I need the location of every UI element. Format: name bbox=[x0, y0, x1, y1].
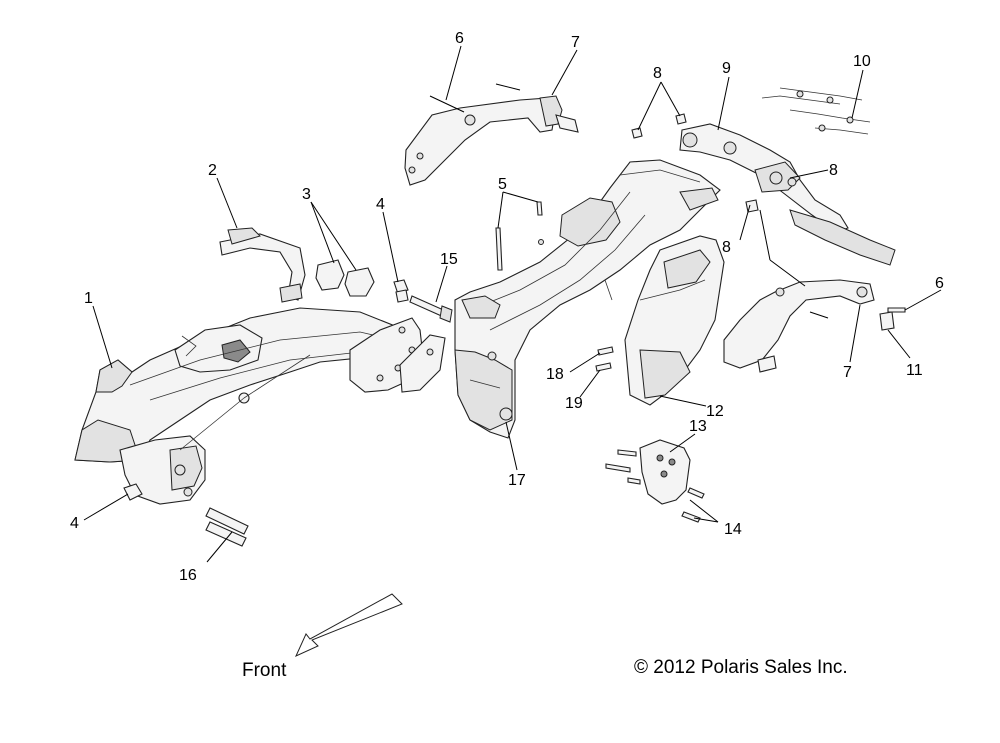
callout-6-top: 6 bbox=[455, 30, 464, 47]
callout-15: 15 bbox=[440, 251, 458, 268]
bolt-15-part bbox=[409, 295, 453, 323]
bolt-5-parts bbox=[495, 201, 544, 271]
callout-7-top: 7 bbox=[571, 34, 580, 51]
front-frame-part bbox=[74, 307, 446, 505]
callout-12: 12 bbox=[706, 403, 724, 420]
callout-17: 17 bbox=[508, 472, 526, 489]
bolt-16-parts bbox=[205, 507, 249, 547]
callout-16: 16 bbox=[179, 567, 197, 584]
callout-2: 2 bbox=[208, 162, 217, 179]
center-frame-part bbox=[454, 159, 721, 439]
front-label: Front bbox=[242, 660, 287, 681]
front-direction-arrow-icon bbox=[294, 593, 403, 658]
shield-panel-part bbox=[624, 235, 725, 406]
callout-4-bottom: 4 bbox=[70, 515, 79, 532]
callout-1: 1 bbox=[84, 290, 93, 307]
clamp-parts bbox=[315, 259, 375, 297]
callout-8-lower: 8 bbox=[722, 239, 731, 256]
copyright-text: © 2012 Polaris Sales Inc. bbox=[634, 657, 848, 678]
callout-10: 10 bbox=[853, 53, 871, 70]
upper-bracket-part bbox=[404, 83, 579, 186]
callout-7-right: 7 bbox=[843, 364, 852, 381]
callout-13: 13 bbox=[689, 418, 707, 435]
cable-parts bbox=[761, 87, 871, 135]
callout-8-right: 8 bbox=[829, 162, 838, 179]
callout-4-top: 4 bbox=[376, 196, 385, 213]
nut-parts bbox=[123, 279, 409, 501]
callout-5: 5 bbox=[498, 176, 507, 193]
callout-labels: 1 2 3 4 4 5 6 6 7 7 8 8 8 9 10 11 12 13 … bbox=[70, 30, 944, 584]
callout-9: 9 bbox=[722, 60, 731, 77]
callout-11: 11 bbox=[906, 362, 923, 379]
callout-19: 19 bbox=[565, 395, 583, 412]
callout-6-right: 6 bbox=[935, 275, 944, 292]
callout-3: 3 bbox=[302, 186, 311, 203]
upper-right-frame-part bbox=[631, 113, 896, 266]
leader-lines bbox=[83, 45, 942, 563]
pin-parts bbox=[595, 346, 614, 372]
strap-part bbox=[219, 227, 306, 303]
callout-14: 14 bbox=[724, 521, 742, 538]
plate-assembly-part bbox=[605, 439, 705, 523]
callout-8-top: 8 bbox=[653, 65, 662, 82]
lower-right-bracket-part bbox=[723, 279, 906, 373]
callout-18: 18 bbox=[546, 366, 564, 383]
